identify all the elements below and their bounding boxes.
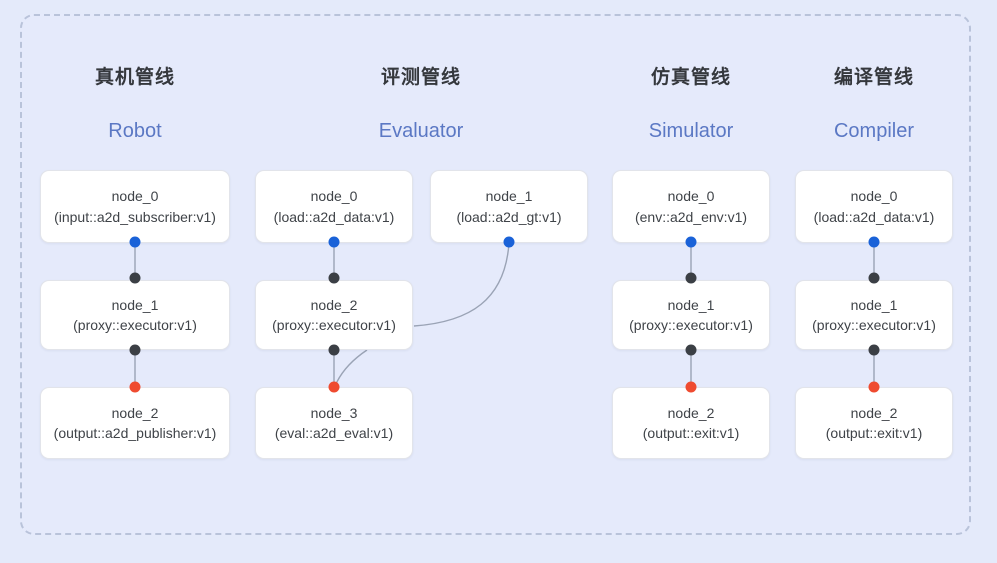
node-robot-node_2[interactable]: node_2 (output::a2d_publisher:v1)	[40, 387, 230, 459]
port-top-evaluator-node_2[interactable]	[328, 272, 340, 284]
node-type: (load::a2d_data:v1)	[273, 208, 395, 225]
port-output-compiler-node_2[interactable]	[868, 381, 880, 393]
column-header-evaluator: 评测管线 Evaluator	[379, 62, 464, 143]
node-simulator-node_2[interactable]: node_2 (output::exit:v1)	[612, 387, 770, 459]
column-title-en-evaluator: Evaluator	[378, 120, 464, 142]
node-evaluator-node_3[interactable]: node_3 (eval::a2d_eval:v1)	[255, 387, 413, 459]
port-top-compiler-node_1[interactable]	[868, 272, 880, 284]
node-type: (load::a2d_gt:v1)	[456, 208, 562, 225]
node-type: (proxy::executor:v1)	[73, 317, 197, 333]
port-top-robot-node_1[interactable]	[129, 272, 141, 284]
node-type: (env::a2d_env:v1)	[634, 208, 748, 225]
port-bottom-simulator-node_1[interactable]	[685, 344, 697, 356]
node-type: (proxy::executor:v1)	[272, 317, 396, 333]
node-id: node_2	[111, 404, 159, 421]
port-input-compiler-node_0[interactable]	[868, 236, 880, 248]
node-type: (eval::a2d_eval:v1)	[274, 425, 394, 441]
node-evaluator-node_1[interactable]: node_1 (load::a2d_gt:v1)	[430, 170, 588, 243]
node-robot-node_0[interactable]: node_0 (input::a2d_subscriber:v1)	[40, 170, 230, 243]
node-id: node_0	[111, 188, 159, 205]
node-robot-node_1[interactable]: node_1 (proxy::executor:v1)	[40, 280, 230, 350]
node-type: (load::a2d_data:v1)	[813, 208, 935, 225]
node-compiler-node_2[interactable]: node_2 (output::exit:v1)	[795, 387, 953, 459]
column-title-en-simulator: Simulator	[648, 120, 734, 142]
node-type: (proxy::executor:v1)	[629, 317, 753, 333]
node-id: node_2	[667, 404, 715, 421]
column-title-cn-evaluator: 评测管线	[380, 67, 461, 88]
node-simulator-node_0[interactable]: node_0 (env::a2d_env:v1)	[612, 170, 770, 243]
port-bottom-evaluator-node_2[interactable]	[328, 344, 340, 356]
node-id: node_1	[850, 296, 898, 313]
node-id: node_0	[310, 188, 358, 205]
node-type: (output::exit:v1)	[825, 425, 923, 441]
node-id: node_1	[485, 188, 533, 205]
node-id: node_3	[310, 404, 358, 421]
port-input-simulator-node_0[interactable]	[685, 236, 697, 248]
node-compiler-node_1[interactable]: node_1 (proxy::executor:v1)	[795, 280, 953, 350]
port-input-evaluator-node_0[interactable]	[328, 236, 340, 248]
column-header-simulator: 仿真管线 Simulator	[649, 62, 733, 143]
node-simulator-node_1[interactable]: node_1 (proxy::executor:v1)	[612, 280, 770, 350]
column-title-cn-simulator: 仿真管线	[650, 67, 732, 88]
node-id: node_2	[850, 404, 898, 421]
node-id: node_2	[310, 296, 358, 313]
node-id: node_1	[667, 296, 715, 313]
port-output-robot-node_2[interactable]	[129, 381, 141, 393]
port-output-simulator-node_2[interactable]	[685, 381, 697, 393]
node-id: node_0	[667, 188, 715, 205]
column-header-robot: 真机管线 Robot	[95, 62, 175, 143]
node-evaluator-node_2[interactable]: node_2 (proxy::executor:v1)	[255, 280, 413, 350]
node-type: (output::a2d_publisher:v1)	[53, 425, 217, 441]
column-title-en-robot: Robot	[108, 120, 162, 142]
port-output-evaluator-node_3[interactable]	[328, 381, 340, 393]
node-evaluator-node_0[interactable]: node_0 (load::a2d_data:v1)	[255, 170, 413, 243]
port-top-simulator-node_1[interactable]	[685, 272, 697, 284]
column-header-compiler: 编译管线 Compiler	[834, 62, 914, 143]
port-bottom-robot-node_1[interactable]	[129, 344, 141, 356]
node-compiler-node_0[interactable]: node_0 (load::a2d_data:v1)	[795, 170, 953, 243]
node-id: node_1	[111, 296, 159, 313]
node-id: node_0	[850, 188, 898, 205]
node-type: (output::exit:v1)	[642, 425, 740, 441]
node-type: (input::a2d_subscriber:v1)	[54, 208, 216, 225]
column-title-en-compiler: Compiler	[833, 120, 915, 142]
column-title-cn-robot: 真机管线	[94, 67, 176, 88]
port-bottom-compiler-node_1[interactable]	[868, 344, 880, 356]
port-input-evaluator-node_1[interactable]	[503, 236, 515, 248]
node-type: (proxy::executor:v1)	[812, 317, 936, 333]
column-title-cn-compiler: 编译管线	[833, 67, 914, 88]
port-input-robot-node_0[interactable]	[129, 236, 141, 248]
